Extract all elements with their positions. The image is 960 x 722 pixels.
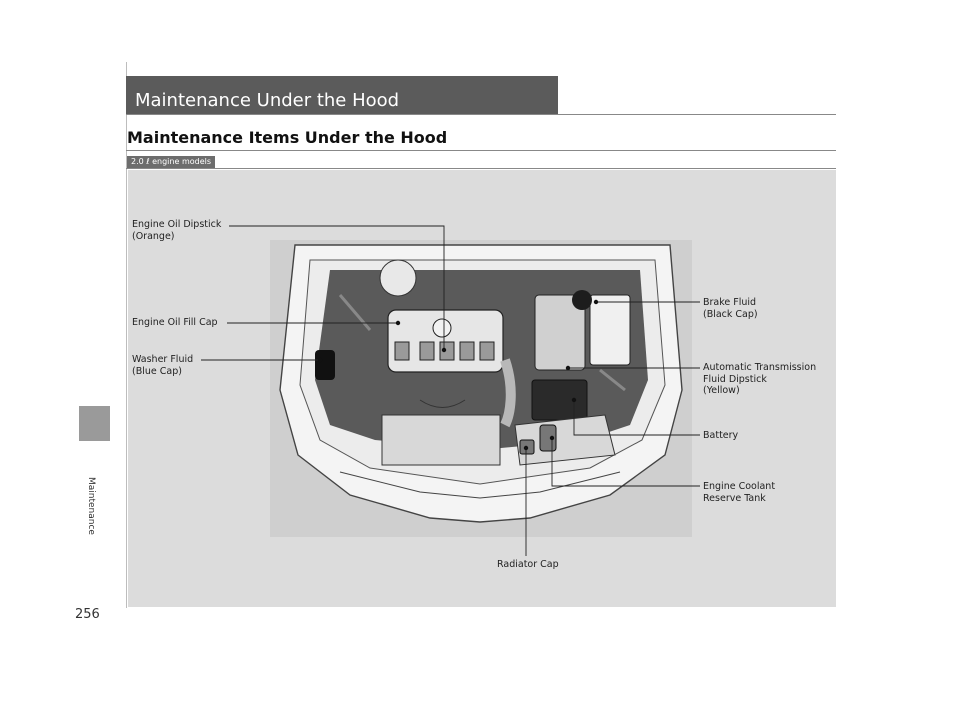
callout-engine-coolant: Engine Coolant Reserve Tank [703,481,775,504]
callout-line: Engine Oil Dipstick [132,219,222,230]
callout-line: (Black Cap) [703,308,758,320]
chapter-label: Maintenance [86,477,96,535]
page-number: 256 [75,607,100,622]
badge-rule [126,168,836,169]
engine-bay-illustration [270,240,692,537]
callout-line: Battery [703,430,739,441]
callout-line: Radiator Cap [497,559,559,570]
section-title: Maintenance Items Under the Hood [127,128,448,147]
chapter-tab [79,406,110,441]
callout-engine-oil-fill-cap: Engine Oil Fill Cap [132,317,218,329]
callout-line: Fluid Dipstick [703,373,767,385]
callout-engine-oil-dipstick: Engine Oil Dipstick (Orange) [132,219,221,242]
callout-washer-fluid: Washer Fluid (Blue Cap) [132,354,193,377]
callout-line: Brake Fluid [703,297,757,308]
callout-line: Engine Coolant [703,481,776,492]
section-rule [126,150,836,151]
header-rule [126,114,836,115]
callout-line: Washer Fluid [132,354,194,365]
callout-atf-dipstick: Automatic Transmission Fluid Dipstick (Y… [703,362,816,397]
callout-line: Automatic Transmission [703,362,817,373]
callout-battery: Battery [703,430,738,442]
callout-line: (Orange) [132,230,175,242]
callout-line: (Blue Cap) [132,365,182,377]
header-bar: Maintenance Under the Hood [126,76,558,114]
page-title: Maintenance Under the Hood [135,90,400,111]
callout-line: Engine Oil Fill Cap [132,317,218,328]
engine-model-badge: 2.0 ℓ engine models [127,156,216,168]
callout-line: Reserve Tank [703,492,766,504]
side-divider [126,62,127,608]
callout-brake-fluid: Brake Fluid (Black Cap) [703,297,758,320]
callout-radiator-cap: Radiator Cap [497,559,559,571]
callout-line: (Yellow) [703,385,740,396]
